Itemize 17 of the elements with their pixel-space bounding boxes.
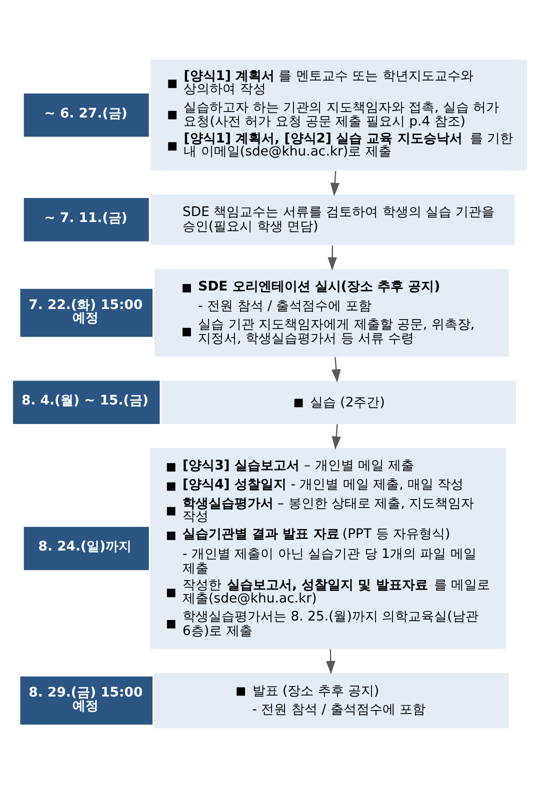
node-box: ~ 6. 27.(금)	[24, 93, 149, 137]
node-box: 8. 24.(일)까지	[24, 526, 149, 570]
node-box: 발표 (장소 추후 공지) - 전원 참석 / 출석점수에 포함	[154, 672, 509, 728]
node-box: SDE 책임교수는 서류를 검토하여 학생의 실습 기관을 승인(필요시 학생 면담)	[150, 194, 515, 245]
node-box: [양식1] 계획서를 멘토교수 또는 학년지도교수와 상의하여 작성 실습하고자 하는 기관의 지도책임자와 접촉, 실습 허가 요청(사전 허가 요청 공문 제출 필요시 p.4 참조) [양식1] 계획서, [양식2] 실습 교육 지도승낙서를 기한 내 이메일(sde@khu.ac.kr)로 제출	[150, 60, 527, 170]
node-box: 7. 22.(화) 15:00 예정	[20, 288, 152, 337]
arrow	[326, 649, 336, 674]
node-box: 8. 4.(월) ~ 15.(금)	[13, 380, 160, 424]
node-box: 실습 (2주간)	[162, 380, 516, 424]
arrow	[330, 170, 340, 196]
node-box: ~ 7. 11.(금)	[24, 198, 149, 242]
arrow	[328, 245, 337, 270]
node-box: [양식3] 실습보고서 – 개인별 메일 제출 [양식4] 성찰일지 - 개인별 메일 제출, 매일 작성 학생실습평가서 – 봉인한 상태로 제출, 지도책임자 작성 실습기관별 결과 발표 자료(PPT 등 자유형식) - 개인별 제출이 아닌 실습기관 당 1개의 파일 메일 제출 작성한 실습보고서, 성찰일지 및 발표자료를 메일로 제출(sde@khu.ac.kr) 학생실습평가서는 8. 25.(월)까지 의학교육실(남관 6층)로 제출	[150, 448, 506, 649]
node-box: 8. 29.(금) 15:00 예정	[20, 676, 152, 725]
node-box: SDE 오리엔테이션 실시(장소 추후 공지) - 전원 참석 / 출석점수에 포함 실습 기관 지도책임자에게 제출할 공문, 위촉장, 지정서, 학생실습평가서 등 서류 수령	[154, 268, 509, 357]
arrow	[332, 424, 341, 450]
arrow	[332, 357, 341, 383]
